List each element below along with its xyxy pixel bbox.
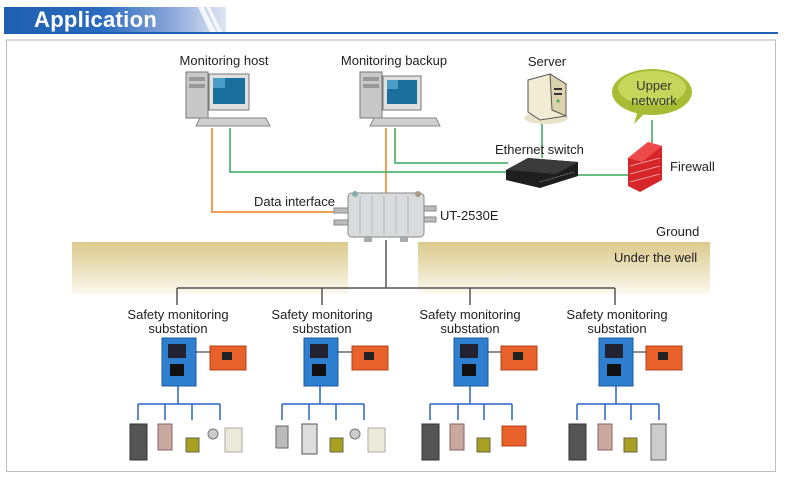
- ethernet-switch-label: Ethernet switch: [495, 142, 584, 157]
- substation-2-label-line2: substation: [292, 321, 352, 336]
- ethernet-switch-icon: [506, 158, 578, 188]
- substation-3-label-line1: Safety monitoring: [419, 307, 521, 322]
- ground-zone-label: Ground: [656, 224, 700, 239]
- substation-4-sensors: [568, 423, 667, 461]
- upper-network-label-line1: Upper: [636, 78, 672, 93]
- methane-sensor-icon: [421, 423, 440, 461]
- substation-2-sensors: [275, 423, 386, 455]
- firewall-label: Firewall: [670, 159, 715, 174]
- underground-zone-label: Under the well: [614, 250, 698, 265]
- substation-3-sensors: [421, 423, 527, 461]
- header-stripes-decoration: [198, 7, 222, 32]
- substation-1-label-line2: substation: [148, 321, 208, 336]
- substation-2-label-line1: Safety monitoring: [271, 307, 373, 322]
- methane-sensor-icon: [568, 423, 587, 461]
- wind-sensor-icon: [207, 428, 219, 440]
- upper-network-bubble-icon: [612, 69, 692, 124]
- data-interface-label: Data interface: [254, 194, 335, 209]
- monitoring-host-label: Monitoring host: [179, 53, 269, 68]
- substation-4-devices: [598, 337, 683, 387]
- host-data-line: [211, 128, 340, 213]
- substation-3-label-line2: substation: [440, 321, 500, 336]
- server-icon: [524, 73, 568, 124]
- underground-zone-right: [418, 242, 710, 294]
- underground-zone-left: [72, 242, 348, 294]
- ethernet-lines: [229, 120, 653, 176]
- speaker-box-icon: [367, 427, 386, 453]
- diagram-frame: [6, 39, 776, 472]
- methane-sensor-icon: [129, 423, 148, 461]
- server-label: Server: [527, 54, 567, 69]
- substation-bus: [176, 240, 616, 305]
- host-ethernet-line: [229, 128, 508, 173]
- section-title: Application: [34, 7, 158, 32]
- substation-3-devices: [453, 337, 538, 387]
- temperature-sensor-icon: [650, 423, 667, 461]
- switch-sensor-icon: [476, 437, 491, 453]
- data-interface-lines: [211, 128, 387, 213]
- switch-sensor-icon: [623, 437, 638, 453]
- sensor-lines: [137, 386, 660, 420]
- substation-1-sensors: [129, 423, 243, 461]
- wind-sensor-icon: [349, 428, 361, 440]
- substation-4-label-line2: substation: [587, 321, 647, 336]
- substation-2-devices: [303, 337, 389, 387]
- monitoring-host-computer-icon: [185, 71, 271, 127]
- device-model-label: UT-2530E: [440, 208, 499, 223]
- switch-sensor-icon: [185, 437, 200, 453]
- co-sensor-icon: [449, 423, 465, 451]
- co-sensor-icon: [157, 423, 173, 451]
- backup-ethernet-line: [394, 128, 508, 164]
- substation-1-devices: [161, 337, 247, 387]
- substation-1-label-line1: Safety monitoring: [127, 307, 229, 322]
- firewall-icon: [628, 142, 662, 192]
- speaker-box-icon: [224, 427, 243, 453]
- switch-sensor-icon: [329, 437, 344, 453]
- power-breaker-icon: [501, 425, 527, 447]
- section-header-bar: [4, 7, 226, 32]
- ut-2530e-device-icon: [333, 191, 437, 242]
- upper-network-label-line2: network: [631, 93, 677, 108]
- handheld-sensor-icon: [301, 423, 318, 455]
- substation-4-label-line1: Safety monitoring: [566, 307, 668, 322]
- co-sensor-icon: [597, 423, 613, 451]
- gas-detector-icon: [275, 425, 289, 449]
- monitoring-backup-label: Monitoring backup: [340, 53, 448, 68]
- header-divider: [4, 32, 778, 34]
- monitoring-backup-computer-icon: [359, 71, 441, 127]
